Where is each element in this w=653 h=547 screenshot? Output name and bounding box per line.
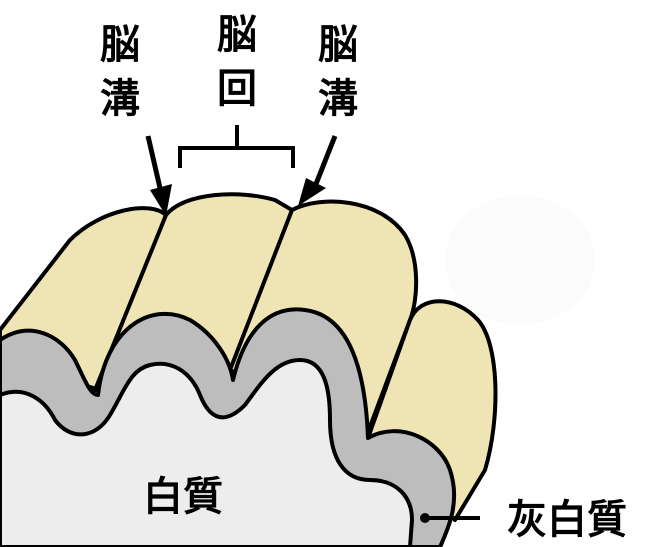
- sulcus-label-right-char2: 溝: [318, 76, 358, 122]
- gyrus-label-char2: 回: [217, 66, 257, 112]
- gyrus-label-char1: 脳: [217, 12, 257, 58]
- sulcus-label-left-char2: 溝: [100, 76, 140, 122]
- sulcus-label-left-char1: 脳: [100, 22, 140, 68]
- arrow-left-sulcus: [145, 135, 172, 216]
- gyrus-bracket: [178, 125, 295, 168]
- sulcus-label-right-char1: 脳: [318, 22, 358, 68]
- arrow-right-sulcus: [298, 135, 338, 206]
- background-blob: [445, 195, 595, 325]
- white-matter-core: [0, 358, 414, 547]
- white-matter-label: 白質: [143, 474, 223, 520]
- gray-matter-label: 灰白質: [507, 497, 627, 543]
